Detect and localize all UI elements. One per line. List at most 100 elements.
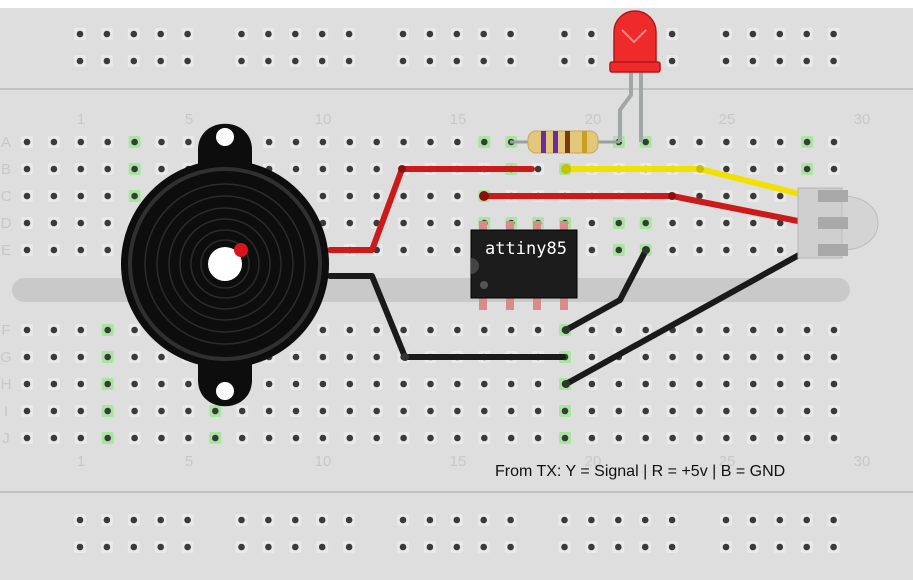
breadboard-hole: [181, 541, 194, 553]
buzzer-ring: [190, 229, 260, 299]
breadboard-hole: [693, 432, 706, 444]
resistor-body: [527, 130, 599, 154]
breadboard-hole: [504, 55, 517, 67]
breadboard-hole: [666, 514, 679, 526]
row-letter: F: [1, 322, 10, 339]
breadboard-hole: [828, 163, 840, 175]
breadboard-hole: [666, 55, 679, 67]
breadboard-hole: [423, 514, 436, 526]
breadboard-hole: [100, 55, 113, 67]
column-number: 15: [450, 453, 467, 470]
breadboard-hole: [181, 514, 194, 526]
breadboard-hole: [21, 190, 33, 202]
resistor-band: [553, 131, 558, 153]
breadboard-hole: [828, 405, 840, 417]
breadboard-hole: [424, 190, 437, 202]
breadboard-hole: [155, 405, 168, 417]
breadboard-hole: [612, 217, 625, 229]
bottom-column-numbers: 1 5 10 15 20 25 30: [77, 453, 871, 470]
wiring-legend-note: From TX: Y = Signal | R = +5v | B = GND: [495, 463, 785, 480]
breadboard-hole: [532, 432, 545, 444]
breadboard-hole: [47, 217, 60, 229]
breadboard-hole: [127, 55, 140, 67]
breadboard-hole: [693, 217, 706, 229]
column-number: 25: [719, 453, 736, 470]
column-number: 5: [185, 453, 193, 470]
breadboard-hole: [47, 190, 60, 202]
breadboard-hole: [128, 405, 141, 417]
breadboard-hole: [181, 55, 194, 67]
breadboard-hole: [747, 136, 760, 148]
breadboard-hole: [747, 432, 760, 444]
breadboard-hole: [747, 163, 760, 175]
breadboard-hole: [290, 136, 302, 148]
breadboard-hole: [155, 163, 168, 175]
breadboard-hole: [47, 136, 60, 148]
breadboard-hole: [450, 541, 463, 553]
breadboard-hole: [612, 244, 625, 256]
breadboard-hole: [370, 136, 383, 148]
row-letter: H: [1, 376, 12, 393]
breadboard-hole: [316, 432, 329, 444]
column-number: 1: [77, 111, 85, 128]
breadboard-hole: [827, 55, 840, 67]
breadboard-hole: [532, 163, 545, 175]
breadboard-hole: [47, 351, 60, 363]
breadboard-hole: [343, 541, 356, 553]
breadboard-hole: [343, 324, 356, 336]
breadboard-hole: [693, 136, 706, 148]
breadboard-hole: [666, 432, 679, 444]
breadboard-hole: [720, 432, 733, 444]
breadboard-hole: [235, 28, 248, 40]
breadboard-hole: [235, 514, 248, 526]
breadboard-hole: [182, 136, 195, 148]
row-letter: J: [2, 430, 10, 447]
wire-end-marker: [642, 246, 650, 254]
breadboard-hole: [74, 28, 86, 40]
breadboard-hole: [370, 405, 383, 417]
breadboard-hole: [235, 541, 248, 553]
breadboard-hole: [666, 351, 679, 363]
breadboard-hole: [74, 324, 87, 336]
column-number: 30: [854, 111, 871, 128]
breadboard-hole: [505, 405, 518, 417]
breadboard-hole: [424, 217, 437, 229]
breadboard-hole: [101, 432, 114, 444]
breadboard-hole: [801, 324, 814, 336]
breadboard-hole: [558, 28, 571, 40]
breadboard-hole: [747, 190, 760, 202]
breadboard-hole: [504, 541, 517, 553]
breadboard-hole: [74, 163, 87, 175]
breadboard-hole: [450, 28, 463, 40]
breadboard-hole: [343, 378, 356, 390]
breadboard-hole: [316, 324, 329, 336]
breadboard-hole: [101, 378, 114, 390]
breadboard-hole: [747, 405, 760, 417]
breadboard-hole: [828, 136, 840, 148]
breadboard-hole: [263, 378, 276, 390]
breadboard-hole: [505, 324, 518, 336]
breadboard-hole: [720, 514, 732, 526]
three-pin-receiver: [797, 187, 879, 259]
breadboard-hole: [639, 432, 652, 444]
breadboard-hole: [101, 324, 114, 336]
breadboard-hole: [316, 514, 329, 526]
breadboard-hole: [128, 190, 141, 202]
breadboard-hole: [316, 163, 329, 175]
resistor-band: [565, 131, 570, 153]
chip-pin: [479, 296, 487, 310]
resistor-band: [541, 131, 546, 153]
column-number: 20: [585, 111, 602, 128]
breadboard-hole: [154, 514, 167, 526]
row-letter: B: [1, 161, 11, 178]
column-number: 10: [315, 111, 332, 128]
buzzer-mount-hole-top: [216, 128, 234, 146]
breadboard-hole: [209, 432, 222, 444]
breadboard-hole: [21, 136, 33, 148]
chip-pin: [533, 296, 541, 310]
breadboard-hole: [397, 405, 410, 417]
column-number: 20: [585, 453, 602, 470]
breadboard-hole: [21, 244, 33, 256]
breadboard-hole: [585, 432, 598, 444]
breadboard-hole: [747, 351, 760, 363]
